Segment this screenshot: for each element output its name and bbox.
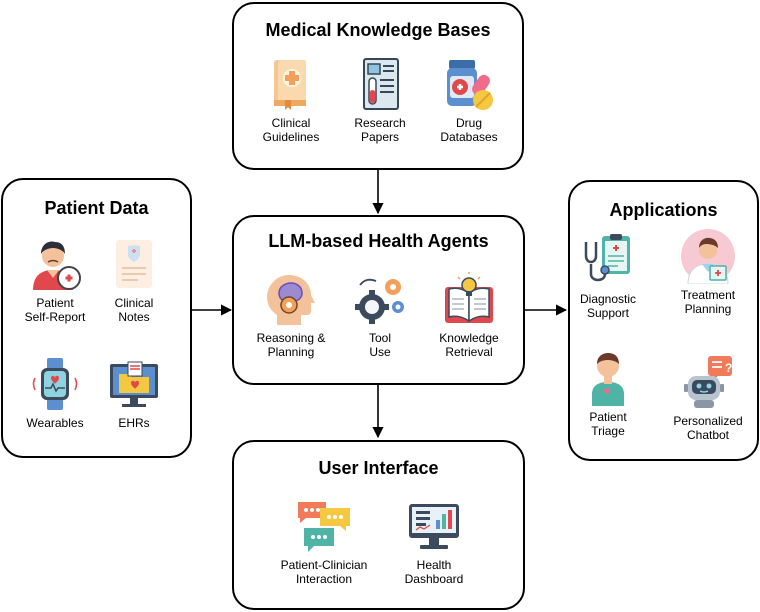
agents-item-tool-use-label: Tool Use bbox=[368, 331, 391, 359]
applications-item-treatment-label: Treatment Planning bbox=[680, 288, 736, 316]
research-paper-icon bbox=[363, 58, 399, 110]
user-interface-box: User Interface Patient-Clinician Interac… bbox=[232, 440, 525, 610]
pill-bottle-icon bbox=[447, 60, 493, 110]
applications-box: Applications Diagnostic Support Treatmen… bbox=[568, 180, 759, 461]
patient-item-ehrs: EHRs bbox=[79, 356, 189, 430]
patient-item-wearables-label: Wearables bbox=[26, 416, 84, 430]
patient-data-box: Patient Data Patient Self-Report Clinica… bbox=[1, 178, 192, 458]
ui-item-interaction: Patient-Clinician Interaction bbox=[264, 498, 384, 586]
knowledge-bases-title: Medical Knowledge Bases bbox=[265, 20, 491, 40]
patient-item-notes: Clinical Notes bbox=[79, 236, 189, 324]
patient-data-title: Patient Data bbox=[44, 198, 149, 218]
agents-item-tool-use: Tool Use bbox=[325, 271, 435, 359]
ui-item-dashboard: Health Dashboard bbox=[379, 498, 489, 586]
applications-title: Applications bbox=[609, 200, 718, 220]
dashboard-monitor-icon bbox=[409, 504, 459, 549]
clinical-notes-icon bbox=[116, 240, 152, 288]
doctor-icon bbox=[681, 229, 735, 284]
knowledge-item-papers-label: Research Papers bbox=[354, 116, 406, 144]
applications-item-triage-label: Patient Triage bbox=[589, 410, 627, 438]
applications-item-chatbot-label: Personalized Chatbot bbox=[673, 414, 743, 442]
agents-item-retrieval: Knowledge Retrieval bbox=[414, 271, 524, 359]
patient-icon bbox=[33, 241, 81, 290]
chat-bubbles-icon bbox=[298, 502, 350, 552]
knowledge-item-drugs: Drug Databases bbox=[414, 56, 524, 144]
health-agents-box: LLM-based Health Agents Reasoning & Plan… bbox=[232, 215, 525, 385]
applications-item-triage: Patient Triage bbox=[553, 350, 663, 438]
smartwatch-icon bbox=[32, 358, 78, 410]
ui-item-dashboard-label: Health Dashboard bbox=[404, 558, 464, 586]
patient-item-self-report-label: Patient Self-Report bbox=[24, 296, 86, 324]
open-book-bulb-icon bbox=[445, 272, 493, 323]
patient-item-self-report: Patient Self-Report bbox=[0, 236, 110, 324]
knowledge-item-drugs-label: Drug Databases bbox=[440, 116, 498, 144]
applications-item-treatment: Treatment Planning bbox=[653, 228, 760, 316]
agents-item-retrieval-label: Knowledge Retrieval bbox=[439, 331, 499, 359]
applications-item-diagnostic-label: Diagnostic Support bbox=[579, 292, 637, 320]
patient-item-ehrs-label: EHRs bbox=[118, 416, 150, 430]
guideline-book-icon bbox=[274, 60, 306, 110]
health-agents-title: LLM-based Health Agents bbox=[268, 231, 489, 251]
robot-icon: ? bbox=[684, 356, 732, 408]
applications-item-diagnostic: Diagnostic Support bbox=[553, 232, 663, 320]
patient-item-wearables: Wearables bbox=[0, 356, 110, 430]
user-interface-title: User Interface bbox=[318, 458, 439, 478]
brain-gear-icon bbox=[267, 275, 315, 325]
gears-icon bbox=[355, 278, 404, 324]
knowledge-item-papers: Research Papers bbox=[325, 56, 435, 144]
patient-item-notes-label: Clinical Notes bbox=[114, 296, 154, 324]
agents-item-reasoning: Reasoning & Planning bbox=[236, 271, 346, 359]
stethoscope-clipboard-icon bbox=[584, 234, 630, 282]
applications-item-chatbot: ? Personalized Chatbot bbox=[653, 354, 760, 442]
knowledge-item-guidelines-label: Clinical Guidelines bbox=[262, 116, 320, 144]
knowledge-bases-box: Medical Knowledge Bases Clinical Guideli… bbox=[232, 2, 524, 170]
ui-item-interaction-label: Patient-Clinician Interaction bbox=[280, 558, 368, 586]
ehr-monitor-icon bbox=[110, 361, 158, 407]
person-icon bbox=[592, 353, 624, 406]
svg-text:?: ? bbox=[725, 361, 732, 375]
agents-item-reasoning-label: Reasoning & Planning bbox=[256, 331, 326, 359]
knowledge-item-guidelines: Clinical Guidelines bbox=[236, 56, 346, 144]
